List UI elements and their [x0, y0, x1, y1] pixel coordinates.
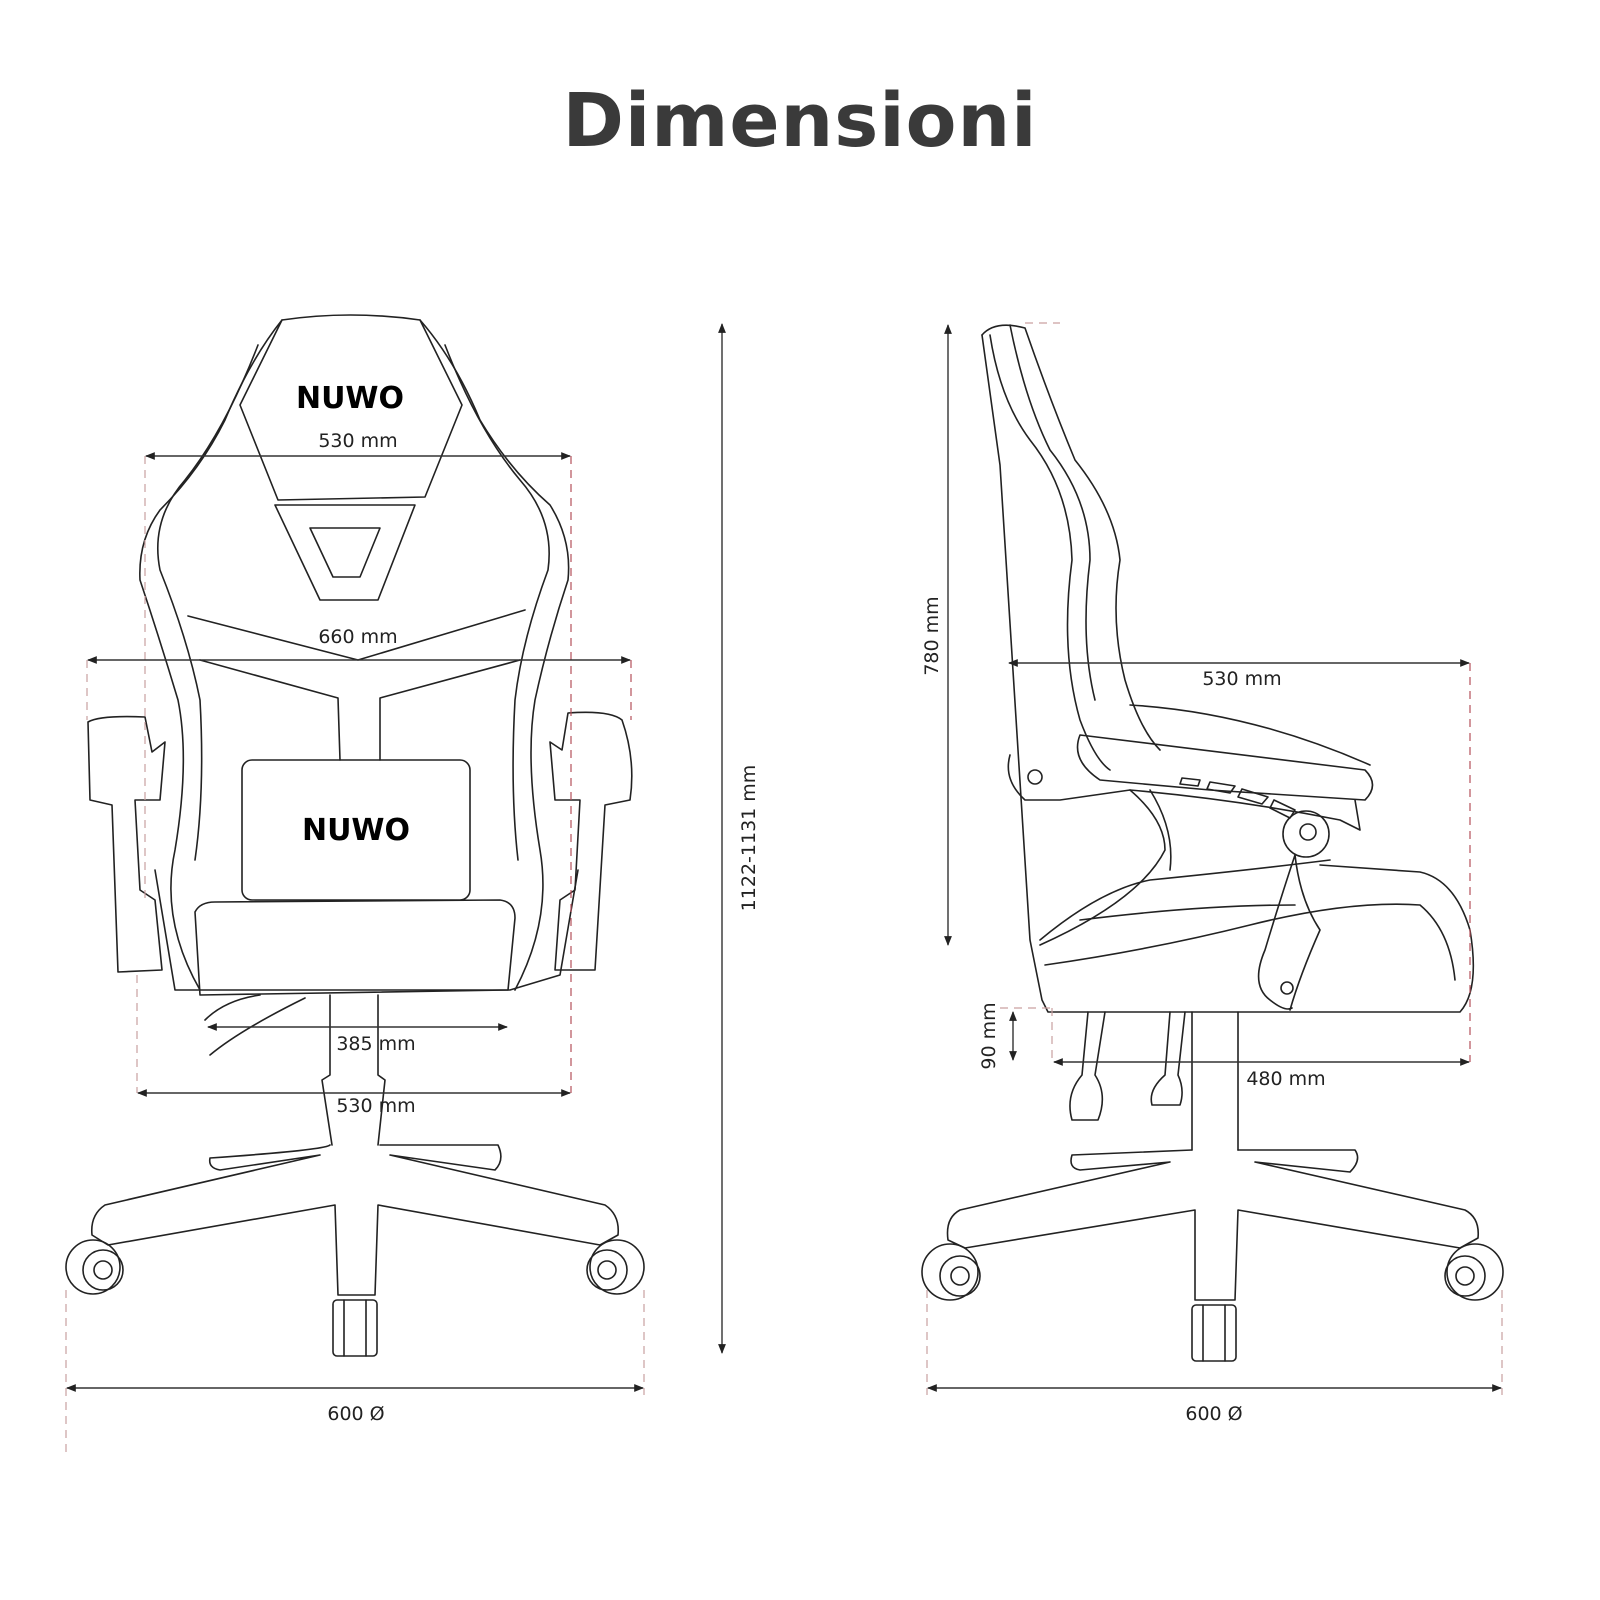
seat-depth-label: 480 mm [1246, 1068, 1325, 1090]
backrest-width-label: 530 mm [318, 430, 397, 452]
lumbar-logo: NUWO [302, 813, 410, 848]
armrest-width-label: 660 mm [318, 626, 397, 648]
headrest-logo: NUWO [296, 381, 404, 416]
wheel [1191, 1304, 1237, 1362]
side-view-chair [921, 324, 1504, 1362]
front-view-chair: NUWO NUWO [65, 314, 645, 1357]
wheel [921, 1243, 981, 1301]
wheel [332, 1299, 378, 1357]
page-title: Dimensioni [562, 78, 1038, 164]
seat-outer-width-label: 530 mm [336, 1095, 415, 1117]
wheel [1444, 1243, 1504, 1301]
wheel [586, 1239, 645, 1295]
base-diameter-label: 600 Ø [327, 1403, 384, 1425]
backrest-height-label: 780 mm [921, 596, 943, 675]
seat-depth-total-label: 530 mm [1202, 668, 1281, 690]
seat-width-label: 385 mm [336, 1033, 415, 1055]
total-height-label: 1122-1131 mm [738, 765, 760, 912]
wheel [65, 1239, 124, 1295]
height-adjust-label: 90 mm [978, 1002, 1000, 1069]
side-base-diameter-label: 600 Ø [1185, 1403, 1242, 1425]
